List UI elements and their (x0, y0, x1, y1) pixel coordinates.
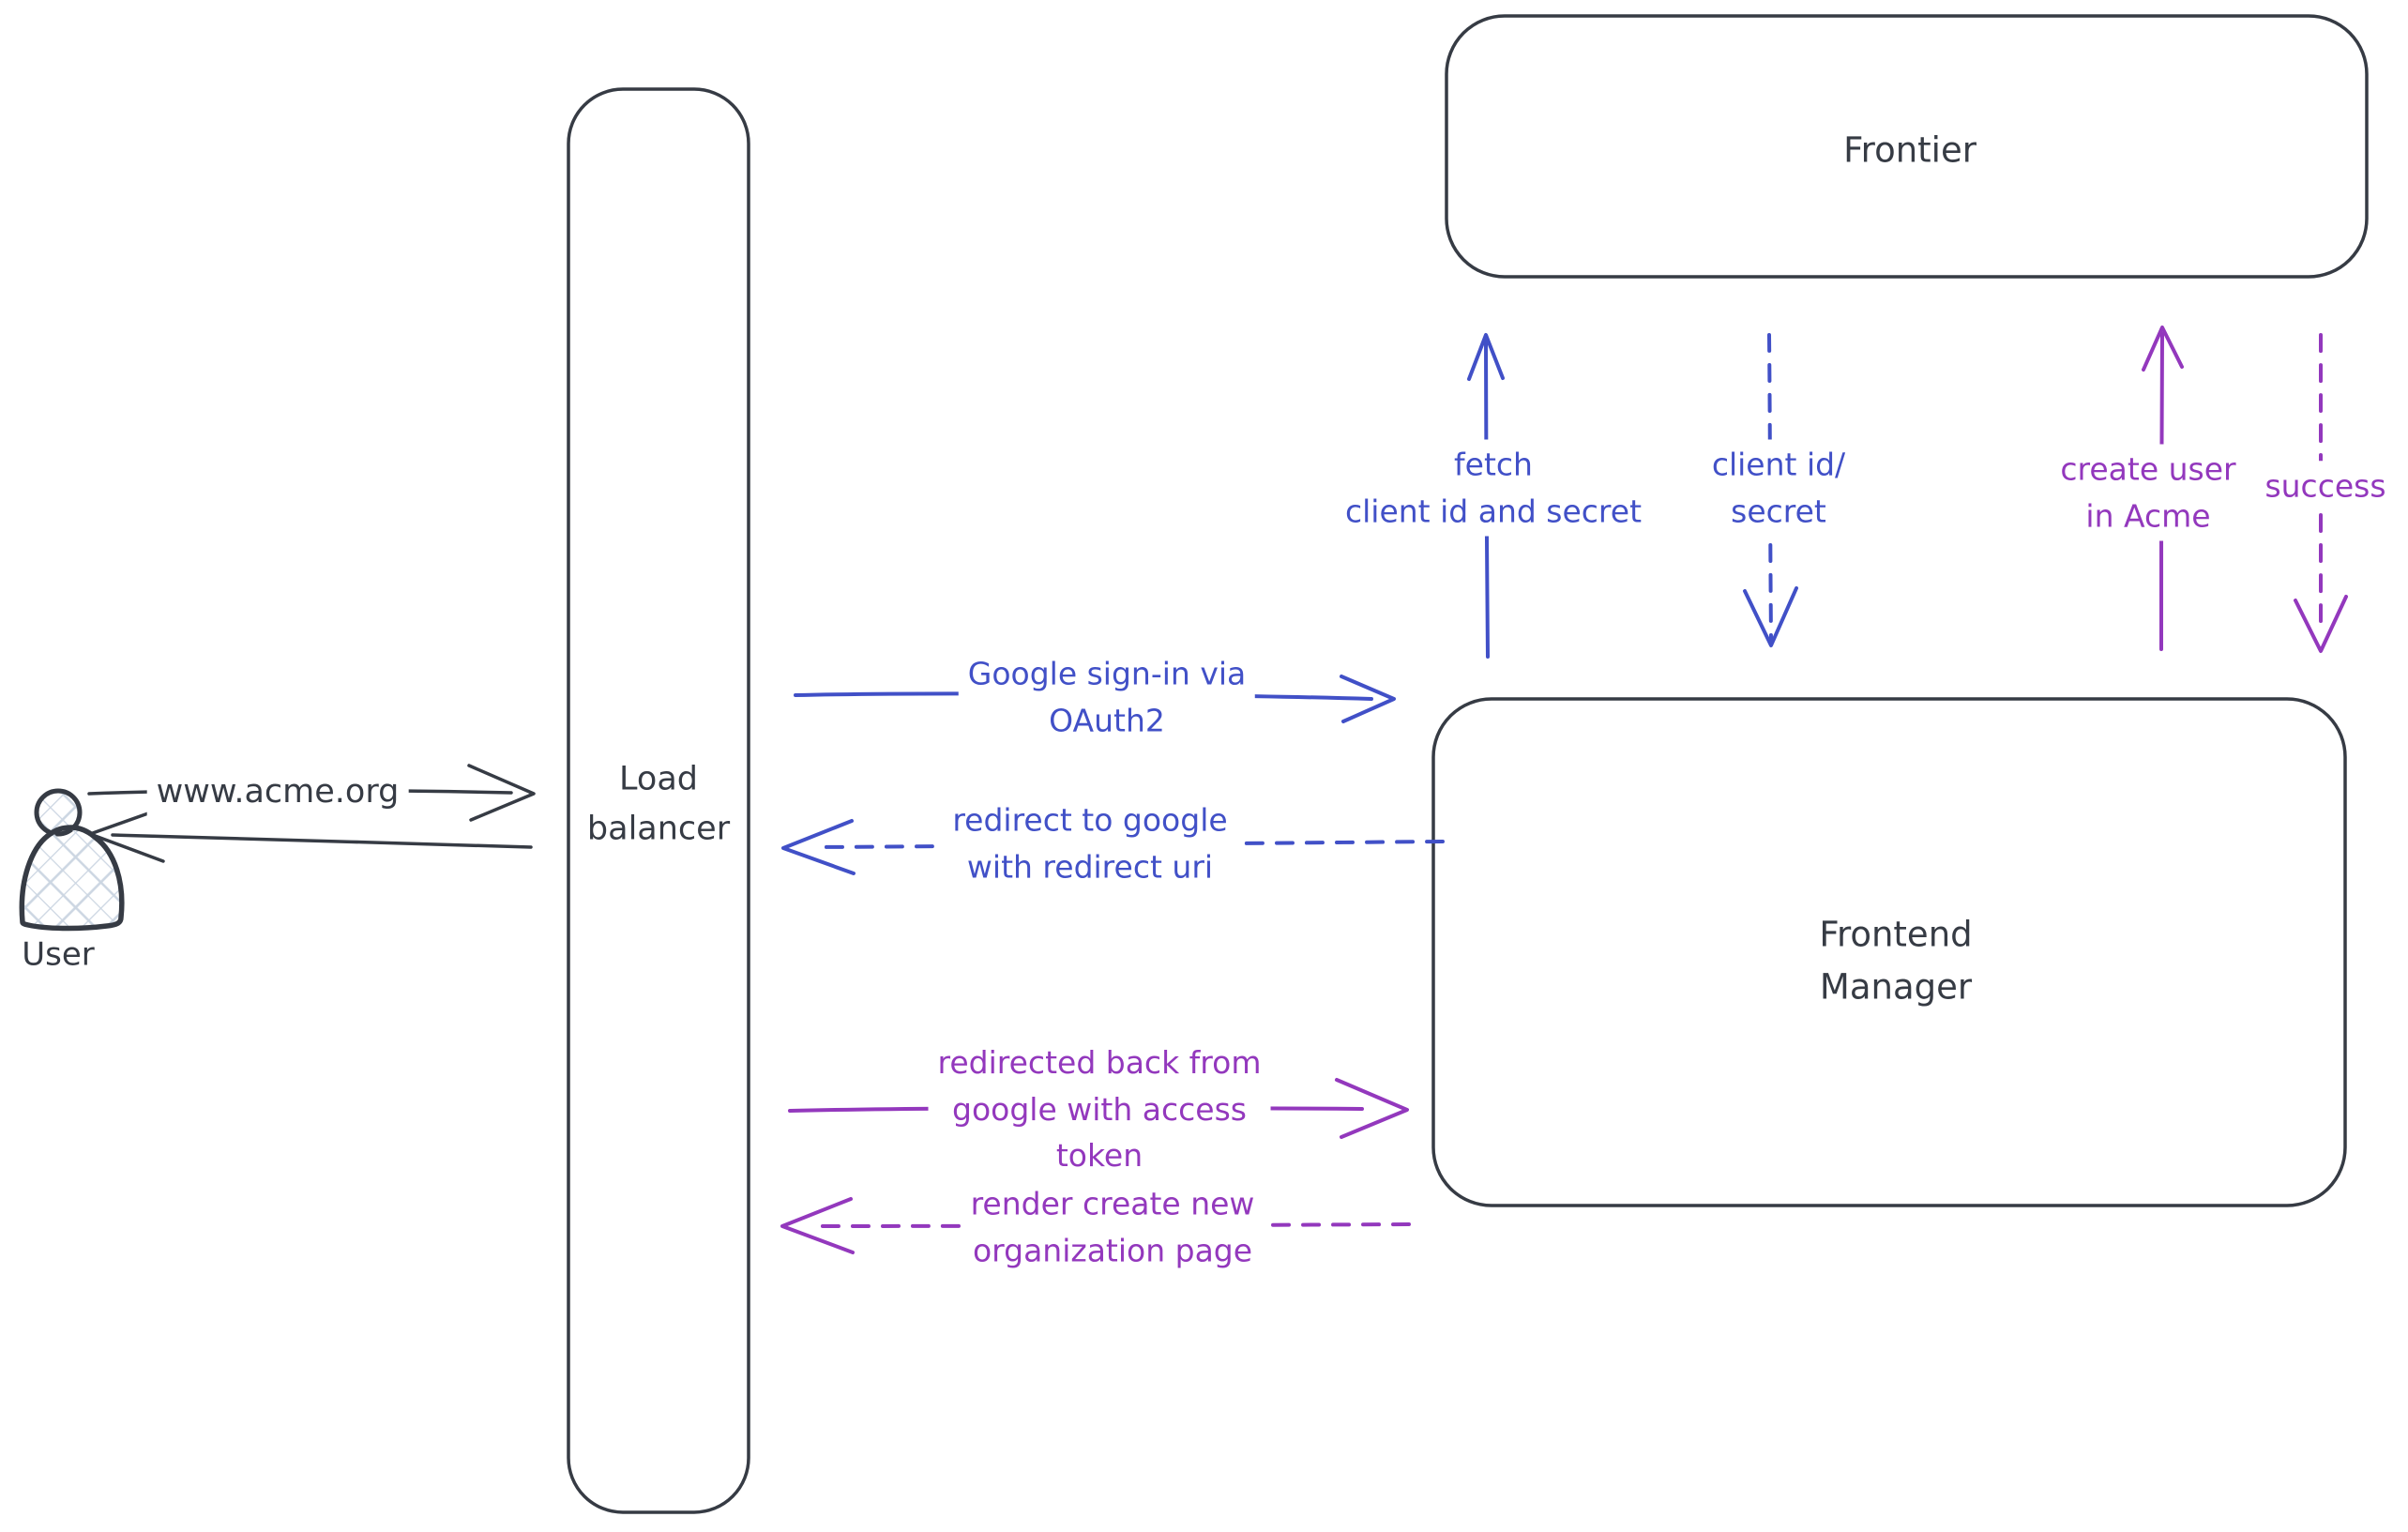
www-response-arrow (88, 807, 533, 863)
user-icon (19, 788, 125, 932)
fetch-secret-arrow (1467, 333, 1505, 659)
redirected-back-arrow (788, 1078, 1409, 1139)
success-arrow (2294, 333, 2348, 653)
redirect-google-arrow (781, 819, 1445, 875)
render-org-page-arrow (780, 1197, 1411, 1254)
ink-shapes (19, 14, 2369, 1514)
google-signin-arrow (794, 675, 1396, 723)
create-user-arrow (2142, 326, 2184, 651)
load-balancer-box (567, 87, 750, 1514)
frontend-manager-box (1431, 697, 2347, 1207)
frontier-box (1445, 14, 2369, 279)
client-id-secret-arrow (1743, 333, 1798, 647)
